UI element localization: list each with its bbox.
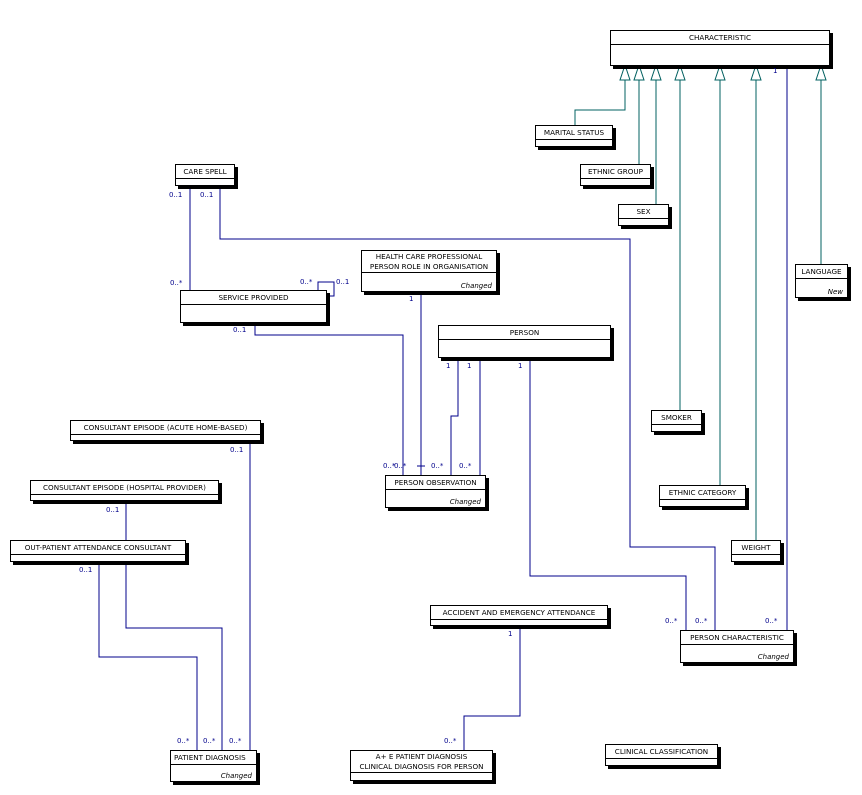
class-consultant-acute[interactable]: CONSULTANT EPISODE (ACUTE HOME-BASED) [70, 420, 261, 441]
class-ae-diagnosis-name: A+ E PATIENT DIAGNOSIS CLINICAL DIAGNOSI… [351, 751, 492, 773]
assoc-hospital-diagnosis [125, 501, 223, 750]
mult-acute-bottom: 0..1 [230, 446, 244, 454]
assoc-outpatient-diagnosis [98, 562, 198, 750]
class-clinical-classification[interactable]: CLINICAL CLASSIFICATION [605, 744, 718, 766]
class-ethnic-category[interactable]: ETHNIC CATEGORY [659, 485, 746, 507]
mult-sp-bottom: 0..1 [233, 326, 247, 334]
class-characteristic[interactable]: CHARACTERISTIC [610, 30, 830, 66]
class-accident-emergency-name: ACCIDENT AND EMERGENCY ATTENDANCE [431, 606, 607, 620]
class-consultant-hospital[interactable]: CONSULTANT EPISODE (HOSPITAL PROVIDER) [30, 480, 219, 501]
class-person-observation-tag: Changed [449, 498, 481, 506]
class-sex[interactable]: SEX [618, 204, 669, 226]
gen-marital-status [574, 80, 626, 125]
class-marital-status-name: MARITAL STATUS [536, 126, 612, 140]
class-patient-diagnosis-tag: Changed [220, 772, 252, 780]
gen-arrow-ethnic-category [714, 63, 726, 81]
gen-arrow-weight [750, 63, 762, 81]
class-ae-diagnosis-line1: A+ E PATIENT DIAGNOSIS [375, 752, 468, 761]
mult-person-b2: 1 [467, 362, 472, 370]
class-ethnic-group-name: ETHNIC GROUP [581, 165, 650, 179]
assoc-person-person-characteristic [529, 358, 687, 630]
mult-pc-top1: 0..* [665, 617, 678, 625]
mult-po-top3: 0..* [431, 462, 444, 470]
class-language[interactable]: LANGUAGE New [795, 264, 848, 298]
assoc-carespell-person-characteristic [219, 186, 716, 630]
mult-sp-self-one: 0..1 [336, 278, 350, 286]
gen-arrow-ethnic-group [633, 63, 645, 81]
assoc-person-observation-a [450, 358, 459, 475]
class-hcp-name: HEALTH CARE PROFESSIONAL PERSON ROLE IN … [362, 251, 496, 273]
class-hcp-tag: Changed [460, 282, 492, 290]
mult-person-b3: 1 [518, 362, 523, 370]
class-person-characteristic-tag: Changed [757, 653, 789, 661]
gen-language [795, 80, 822, 271]
mult-cs-left: 0..1 [169, 191, 183, 199]
class-outpatient-attendance-name: OUT-PATIENT ATTENDANCE CONSULTANT [11, 541, 185, 555]
class-weight-name: WEIGHT [732, 541, 780, 555]
gen-arrow-sex [650, 63, 662, 81]
mult-char-pc-top: 1 [773, 67, 778, 75]
mult-aed-top: 0..* [444, 737, 457, 745]
gen-arrow-marital [619, 63, 631, 81]
mult-person-b1: 1 [446, 362, 451, 370]
mult-hcp-bottom: 1 [409, 295, 414, 303]
gen-sex [655, 80, 669, 210]
mult-sp-self-many: 0..* [300, 278, 313, 286]
class-weight[interactable]: WEIGHT [731, 540, 781, 562]
class-outpatient-attendance[interactable]: OUT-PATIENT ATTENDANCE CONSULTANT [10, 540, 186, 562]
mult-pd-top2: 0..* [203, 737, 216, 745]
mult-pd-top3: 0..* [229, 737, 242, 745]
class-ae-patient-diagnosis[interactable]: A+ E PATIENT DIAGNOSIS CLINICAL DIAGNOSI… [350, 750, 493, 781]
class-person-name: PERSON [439, 326, 610, 340]
gen-arrow-language [815, 63, 827, 81]
mult-op-bottom: 0..1 [79, 566, 93, 574]
class-characteristic-name: CHARACTERISTIC [611, 31, 829, 45]
class-patient-diagnosis-name: PATIENT DIAGNOSIS [171, 751, 256, 765]
class-sex-name: SEX [619, 205, 668, 219]
mult-sp-top: 0..* [170, 279, 183, 287]
mult-pc-top2: 0..* [695, 617, 708, 625]
mult-ae-bottom: 1 [508, 630, 513, 638]
gen-arrow-smoker [674, 63, 686, 81]
class-service-provided[interactable]: SERVICE PROVIDED [180, 290, 327, 323]
class-health-care-professional[interactable]: HEALTH CARE PROFESSIONAL PERSON ROLE IN … [361, 250, 497, 292]
class-person-observation[interactable]: PERSON OBSERVATION Changed [385, 475, 486, 508]
class-hcp-name-line2: PERSON ROLE IN ORGANISATION [369, 262, 489, 271]
mult-pc-top3: 0..* [765, 617, 778, 625]
mult-cs-right: 0..1 [200, 191, 214, 199]
assoc-service-observation [254, 323, 404, 475]
class-ethnic-category-name: ETHNIC CATEGORY [660, 486, 745, 500]
assoc-service-self [317, 281, 335, 297]
mult-pd-top1: 0..* [177, 737, 190, 745]
class-person-characteristic[interactable]: PERSON CHARACTERISTIC Changed [680, 630, 794, 663]
class-marital-status[interactable]: MARITAL STATUS [535, 125, 613, 147]
class-person-characteristic-name: PERSON CHARACTERISTIC [681, 631, 793, 645]
assoc-ae-diagnosis [463, 626, 521, 750]
class-patient-diagnosis[interactable]: PATIENT DIAGNOSIS Changed [170, 750, 257, 782]
class-accident-emergency[interactable]: ACCIDENT AND EMERGENCY ATTENDANCE [430, 605, 608, 626]
class-clinical-classification-name: CLINICAL CLASSIFICATION [606, 745, 717, 759]
class-hcp-name-line1: HEALTH CARE PROFESSIONAL [375, 252, 483, 261]
class-service-provided-name: SERVICE PROVIDED [181, 291, 326, 305]
class-consultant-hospital-name: CONSULTANT EPISODE (HOSPITAL PROVIDER) [31, 481, 218, 495]
mult-po-top1: 0..* [383, 462, 396, 470]
class-smoker[interactable]: SMOKER [651, 410, 702, 432]
class-person[interactable]: PERSON [438, 325, 611, 358]
class-consultant-acute-name: CONSULTANT EPISODE (ACUTE HOME-BASED) [71, 421, 260, 435]
class-care-spell[interactable]: CARE SPELL [175, 164, 235, 186]
gen-ethnic-group [638, 80, 651, 171]
class-ae-diagnosis-line2: CLINICAL DIAGNOSIS FOR PERSON [359, 762, 484, 771]
class-person-observation-name: PERSON OBSERVATION [386, 476, 485, 490]
mult-po-top2: 0..* [394, 462, 407, 470]
mult-po-top4: 0..* [459, 462, 472, 470]
class-ethnic-group[interactable]: ETHNIC GROUP [580, 164, 651, 186]
class-care-spell-name: CARE SPELL [176, 165, 234, 179]
class-language-name: LANGUAGE [796, 265, 847, 279]
class-smoker-name: SMOKER [652, 411, 701, 425]
mult-hosp-bottom: 0..1 [106, 506, 120, 514]
class-language-tag: New [827, 288, 843, 296]
